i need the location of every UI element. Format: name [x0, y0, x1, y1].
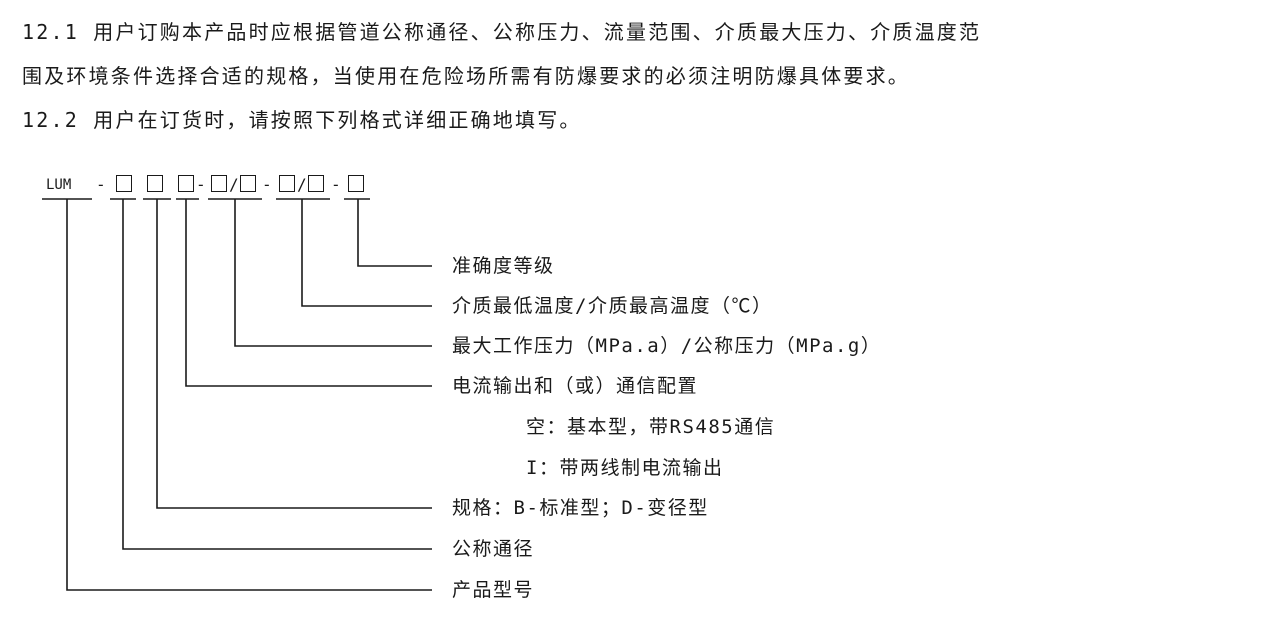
code-box-diameter: [116, 175, 132, 192]
leader-output: [185, 199, 432, 387]
code-box-spec: [147, 175, 163, 192]
leader-diameter: [122, 199, 432, 550]
label-output: 电流输出和（或）通信配置: [452, 375, 699, 397]
label-model: 产品型号: [452, 579, 535, 601]
label-output-option-current: I：带两线制电流输出: [526, 457, 724, 479]
code-separator: -: [96, 175, 106, 194]
leader-pressure: [234, 199, 432, 347]
leader-model: [66, 199, 432, 591]
code-separator: -: [196, 175, 206, 194]
code-separator: -: [331, 175, 341, 194]
code-box-max-temp: [308, 175, 324, 192]
code-box-min-temp: [279, 175, 295, 192]
code-box-output: [178, 175, 194, 192]
paragraph-12-2: 12.2 用户在订货时，请按照下列格式详细正确地填写。: [22, 108, 582, 132]
label-temperature: 介质最低温度/介质最高温度（℃）: [452, 295, 773, 317]
paragraph-12-1-line-2: 围及环境条件选择合适的规格，当使用在危险场所需有防爆要求的必须注明防爆具体要求。: [22, 64, 910, 88]
label-accuracy: 准确度等级: [452, 255, 555, 277]
label-diameter: 公称通径: [452, 538, 535, 560]
paragraph-12-1-line-1: 12.1 用户订购本产品时应根据管道公称通径、公称压力、流量范围、介质最大压力、…: [22, 20, 982, 44]
code-box-nominal-pressure: [240, 175, 256, 192]
code-box-max-pressure: [211, 175, 227, 192]
code-prefix: LUM: [46, 177, 72, 193]
code-box-accuracy: [348, 175, 364, 192]
label-spec: 规格：B-标准型；D-变径型: [452, 497, 709, 519]
leader-temperature: [301, 199, 432, 307]
leader-accuracy: [357, 199, 432, 267]
code-slash: /: [229, 175, 239, 194]
leader-spec: [156, 199, 432, 509]
label-pressure: 最大工作压力（MPa.a）/公称压力（MPa.g）: [452, 335, 882, 357]
code-slash: /: [297, 175, 307, 194]
label-output-option-basic: 空：基本型，带RS485通信: [526, 416, 776, 438]
code-separator: -: [262, 175, 272, 194]
